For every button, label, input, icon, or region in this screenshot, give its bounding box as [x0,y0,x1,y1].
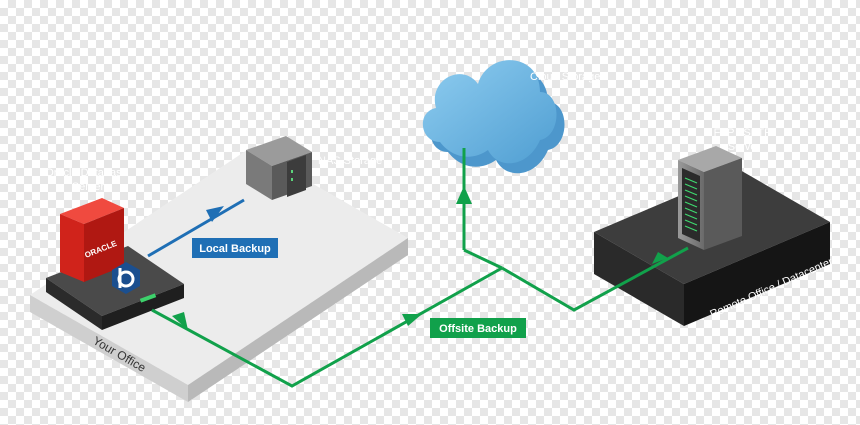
status-led-icon [139,293,157,303]
cloud-icon [422,60,565,174]
ftp-server-label: FTP / SFTP Server [714,127,775,153]
oracle-server-label-line1: Oracle Database [45,167,128,179]
rack-unit-lights-icon [684,177,698,232]
local-backup-badge: Local Backup [199,243,271,255]
oracle-server: ORACLE [60,198,124,282]
ftp-server-label-line1: FTP / SFTP [714,127,772,139]
local-backup-badge-bg [192,238,278,258]
ftp-server-rack [678,146,742,250]
oracle-server-label: Oracle Database Server [45,167,131,193]
nas-storage-device [246,136,312,200]
oracle-server-label-line2: Server [72,181,105,193]
ftp-server-label-line2: Server [728,141,761,153]
offsite-backup-arrows [151,148,689,388]
offsite-backup-badge-bg [430,318,526,338]
cloud-storage-label: Cloud Storage [530,71,600,83]
local-backup-arrow [147,198,245,258]
app-hexagon-icon [112,262,140,294]
offsite-backup-badge: Offsite Backup [439,323,517,335]
offsite-arrowheads [172,186,668,330]
nas-storage-label: NAS Storage [318,155,382,167]
